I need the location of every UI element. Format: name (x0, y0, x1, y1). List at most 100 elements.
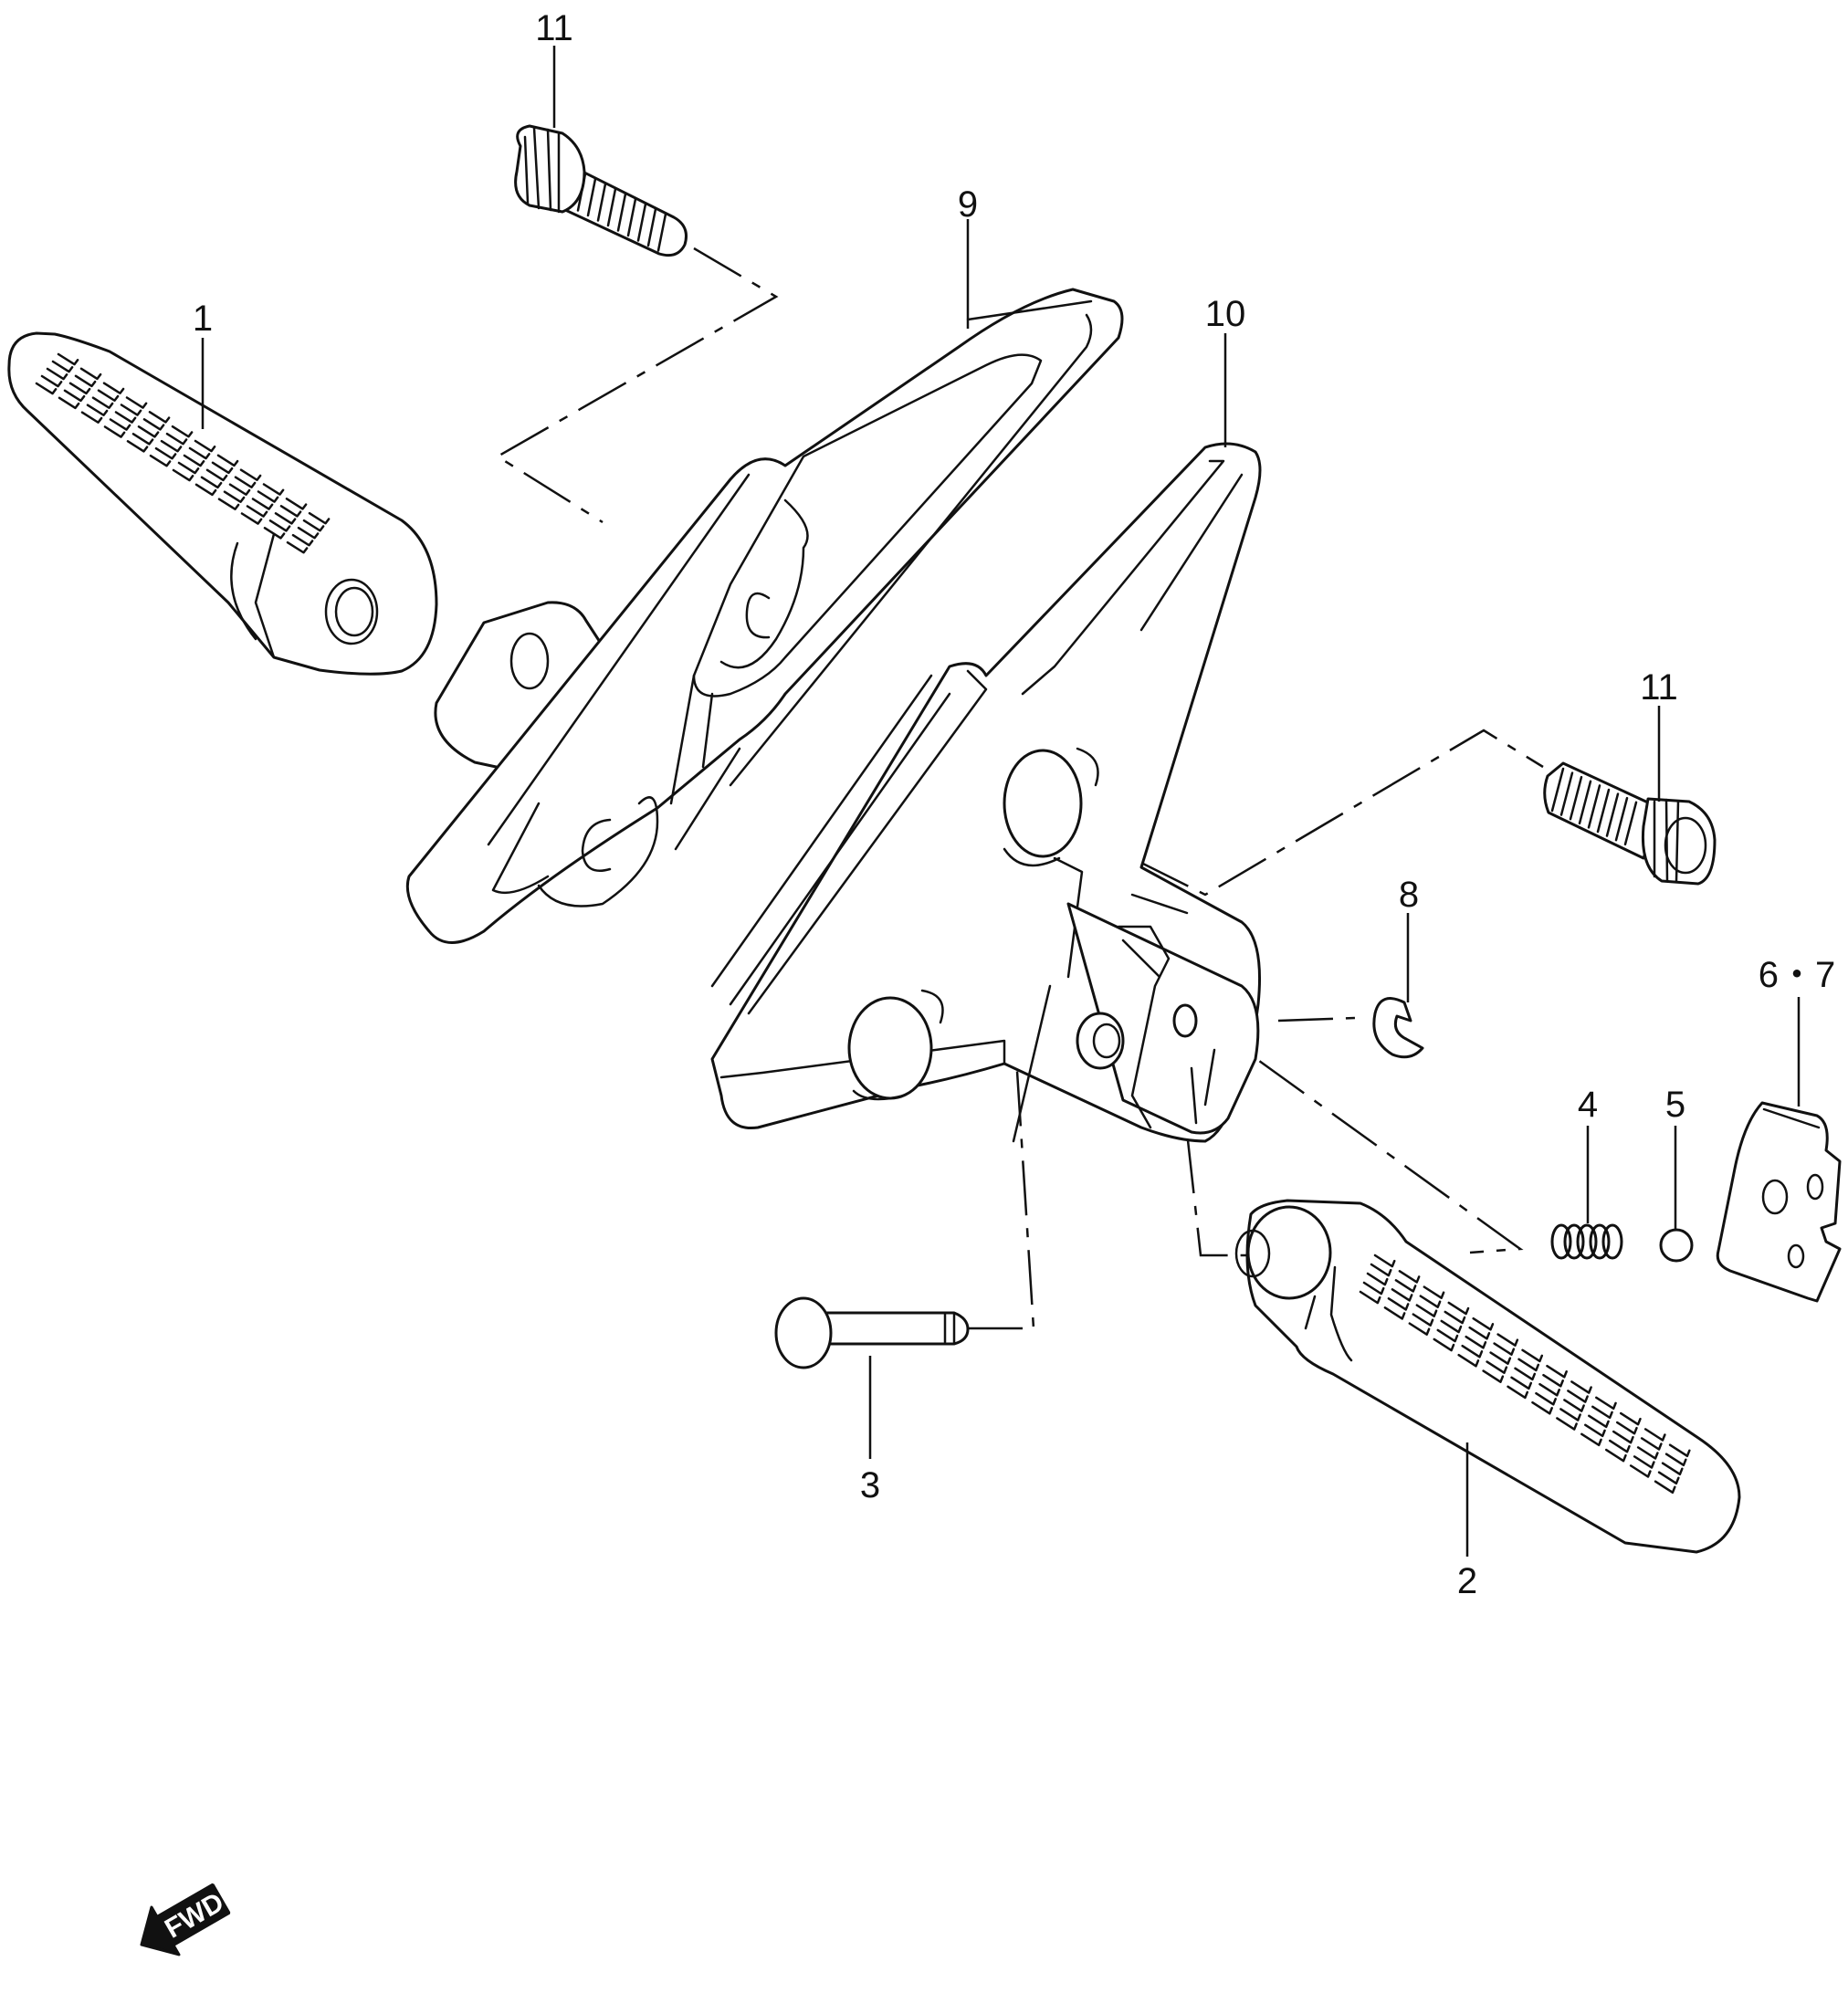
callout-4: 4 (1578, 1085, 1598, 1125)
bolt-11-right-thread-line (1587, 784, 1601, 829)
plate-6-7-body (1716, 1101, 1842, 1303)
footrest-2-grip-cell (1415, 1304, 1438, 1317)
footrest-2-grip-cell (1521, 1348, 1544, 1363)
bracket-9-body (405, 288, 1124, 944)
plate-6-7-center-hole (1761, 1179, 1789, 1215)
footrest-2-grip-cell (1387, 1297, 1410, 1311)
footrest-2-grip-cell (1486, 1360, 1508, 1374)
footrest-2-grip-cell (1366, 1272, 1389, 1286)
footrest-1-grip-cell (165, 432, 188, 446)
footrest-2-grip-cell (1588, 1414, 1610, 1429)
footrest-2-grip-cell (1633, 1455, 1655, 1469)
pin-3 (774, 1296, 970, 1369)
footrest-2-grip-cell (1604, 1448, 1627, 1463)
footrest-1-grip-cell (57, 352, 79, 366)
bracket-10-pin-boss (1076, 1012, 1125, 1070)
footrest-1-grip-cell (74, 374, 97, 388)
footrest-2-grip-cell (1657, 1471, 1680, 1485)
footrest-2-grip-cell (1570, 1380, 1592, 1394)
callout-2: 2 (1457, 1561, 1477, 1601)
footrest-1-grip-cell (172, 468, 194, 482)
spring-4-coil (1601, 1223, 1623, 1260)
footrest-2-grip-cell (1580, 1432, 1602, 1447)
callout-9: 9 (958, 184, 978, 225)
footrest-1-grip-cell (268, 519, 291, 532)
footrest-1-grip-cell (68, 382, 91, 395)
footrest-1-grip-cell (188, 446, 211, 460)
bracket-10-upper-hole (1003, 749, 1083, 858)
callout-labels: 1 2 3 4 5 6・7 8 9 10 11 11 (193, 8, 1835, 1601)
footrest-1-grip-cell (183, 454, 205, 467)
footrest-2-grip-cell (1643, 1428, 1666, 1442)
footrest-2-grip-cell (1612, 1430, 1634, 1444)
footrest-2-grip-cell (1668, 1443, 1691, 1458)
footrest-1-grip-cell (91, 396, 114, 409)
footrest-2-grip-cell (1619, 1411, 1642, 1426)
footrest-1-grip-cell (257, 490, 279, 503)
footrest-2-grip-cell (1546, 1364, 1568, 1379)
footrest-1-grip-cell (79, 367, 102, 381)
footrest-1-pivot-hole-inner (334, 586, 374, 637)
bolt-11-top-head-knurl (523, 126, 561, 214)
footrest-2-grip-cell (1447, 1301, 1470, 1316)
bolt-11-top-thread-line (596, 183, 607, 222)
bracket-9-rib-lines (669, 674, 741, 851)
bracket-9-upper-hole (745, 592, 771, 639)
footrest-1-grip-cell (114, 411, 137, 424)
bracket-10-boss-shaft (1012, 856, 1189, 1143)
pin-3-groove (943, 1313, 956, 1344)
fwd-arrow-box (156, 1883, 231, 1946)
footrest-1-grip-cell (194, 483, 217, 497)
footrest-1-grip-cell (217, 498, 240, 510)
footrest-2-pivot-hole (1234, 1229, 1271, 1278)
footrest-2-grip-cell (1468, 1326, 1491, 1340)
bolt-11-right-thread-line (1623, 801, 1638, 846)
bracket-10-front-channel (710, 669, 988, 1015)
footrest-1-pivot-hole (324, 578, 379, 645)
footrest-2-grip-cell (1489, 1351, 1512, 1365)
plate-6-7-upper-hole (1806, 1173, 1824, 1201)
footrest-2-grip-cell (1383, 1306, 1406, 1320)
footrest-2-grip-cell (1391, 1288, 1413, 1302)
footrest-2-grip-cell (1362, 1281, 1385, 1295)
footrest-2-grip-cell (1496, 1333, 1519, 1347)
pin-3-shaft (815, 1311, 970, 1346)
bolt-11-top-thread-line (636, 203, 647, 242)
bracket-10-lower-hole (847, 996, 933, 1100)
footrest-2-grip-cell (1538, 1382, 1560, 1397)
footrest-1-grip-cell (51, 360, 74, 373)
footrest-1-grip-cell (40, 374, 63, 388)
bracket-9 (405, 288, 1124, 944)
footrest-2-grip-cell (1457, 1353, 1480, 1368)
footrest-1-grip-cell (234, 476, 257, 488)
footrest-2-grip-cell (1359, 1290, 1381, 1305)
footrest-1-grip-cell (285, 498, 308, 510)
plate-6-7-lower-hole (1787, 1243, 1805, 1269)
spring-assembly-line (1186, 1007, 1524, 1254)
ball-5 (1659, 1228, 1694, 1263)
footrest-1-grip-cell (63, 389, 86, 403)
pin-3-head (774, 1296, 833, 1369)
footrest-1-shoulder (230, 532, 276, 659)
bracket-10-detent-hole (1172, 1003, 1198, 1038)
footrest-2-grip-cell (1472, 1316, 1495, 1331)
footrest-2-grip-cell (1412, 1313, 1434, 1327)
clip-8-ring (1372, 997, 1424, 1059)
footrest-2-grip-cell (1493, 1342, 1516, 1356)
clip-8-assembly-line (1277, 1016, 1357, 1023)
footrest-1-grip-cell (274, 512, 297, 525)
bracket-9-front-edge (487, 473, 751, 895)
bracket-9-inner-cutout (692, 353, 1043, 698)
bolt-11-top (514, 124, 688, 257)
footrest-2-grip-cell (1433, 1337, 1455, 1352)
footrest-1-grip-cell (211, 461, 234, 475)
fwd-direction-badge: FWD (140, 1883, 231, 1956)
footrest-2-grip-cell (1531, 1400, 1553, 1415)
bracket-9-back-boss (509, 632, 550, 690)
footrest-2-grip-cell (1563, 1399, 1585, 1412)
bolt-11-right-socket (1664, 816, 1707, 875)
footrest-1-grip-cell (149, 454, 172, 467)
bolt-11-right (1543, 761, 1717, 886)
footrest-2-grip-cell (1370, 1263, 1392, 1277)
bracket-9-lower-lug (537, 796, 659, 907)
